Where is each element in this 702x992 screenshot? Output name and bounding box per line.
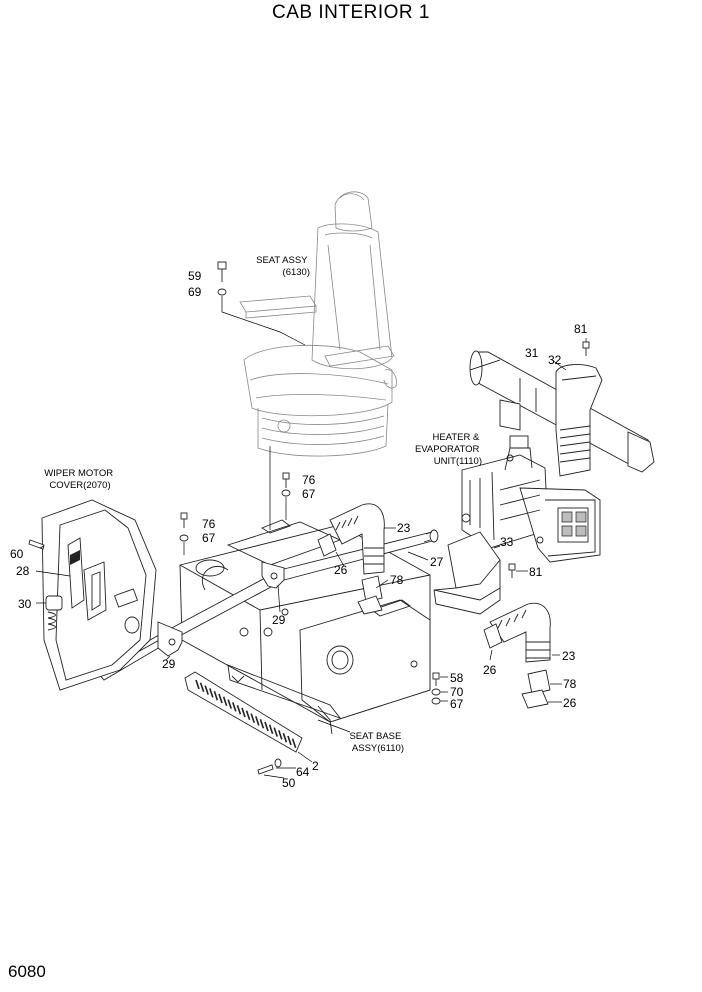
- grille-slot: [218, 693, 223, 704]
- grille-slot: [264, 721, 269, 732]
- leader-lines: [35, 296, 587, 779]
- grille-slot: [287, 735, 292, 746]
- grille-slot: [236, 704, 242, 715]
- part-label-78-a: 78: [390, 573, 404, 587]
- part-label-27: 27: [430, 555, 444, 569]
- part-label-81-a: 81: [574, 322, 588, 336]
- seat-assembly-drawing: [239, 191, 397, 457]
- part-label-60: 60: [10, 547, 24, 561]
- part-label-78-b: 78: [563, 677, 577, 691]
- grille-slot: [259, 718, 265, 729]
- part-label-23-b: 23: [562, 649, 576, 663]
- grille-slot: [282, 732, 288, 743]
- part-label-30: 30: [18, 597, 32, 611]
- grille-slot: [245, 710, 251, 721]
- grille-slot: [291, 738, 297, 749]
- washer-69: [217, 288, 227, 296]
- part-label-67-c: 67: [450, 697, 464, 711]
- grille-slot: [227, 699, 232, 709]
- part-label-59: 59: [188, 269, 202, 283]
- grille-slot: [199, 682, 205, 693]
- part-label-67-a: 67: [302, 487, 316, 501]
- grille-slot: [255, 716, 260, 726]
- seat-base-caption: SEAT BASE ASSY(6110): [349, 731, 404, 754]
- grille-slot: [204, 685, 209, 695]
- part-label-32: 32: [548, 353, 562, 367]
- part-label-50: 50: [282, 776, 296, 790]
- page-number: 6080: [8, 962, 46, 981]
- grille-slot: [222, 696, 228, 707]
- part-label-29-a: 29: [162, 657, 176, 671]
- part-number-labels: 59 69 76 67 76 67 60 28 30 29 29 23 26 7…: [10, 269, 588, 790]
- wiper-motor-cover-caption: WIPER MOTOR COVER(2070): [44, 468, 116, 491]
- grille-panel-drawing: [184, 671, 303, 753]
- part-label-26-c: 26: [563, 696, 577, 710]
- grille-slot: [268, 724, 274, 735]
- heater-evaporator-unit-drawing: [461, 435, 601, 563]
- part-label-76-a: 76: [302, 473, 316, 487]
- upper-hose-drawing: [317, 503, 385, 615]
- part-label-67-b: 67: [202, 531, 216, 545]
- part-label-26-b: 26: [483, 663, 497, 677]
- fasteners-drawing: [179, 261, 590, 775]
- part-label-33: 33: [500, 535, 514, 549]
- part-label-2: 2: [312, 759, 319, 773]
- part-label-76-b: 76: [202, 517, 216, 531]
- part-label-69: 69: [188, 285, 202, 299]
- seat-assy-caption: SEAT ASSY (6130): [256, 255, 310, 278]
- grille-slot: [195, 679, 200, 690]
- part-label-81-b: 81: [529, 565, 543, 579]
- grille-slot: [232, 702, 237, 712]
- part-label-31: 31: [525, 346, 539, 360]
- lower-hose-drawing: [483, 602, 551, 709]
- grille-slot: [241, 707, 246, 718]
- grille-slot: [209, 688, 214, 698]
- wiper-motor-cover-drawing: [28, 499, 157, 691]
- bolt-59: [217, 261, 227, 270]
- grille-slot: [213, 690, 219, 701]
- page-title: CAB INTERIOR 1: [272, 2, 430, 23]
- grille-slot: [250, 713, 255, 723]
- duct-33-drawing: [433, 531, 501, 615]
- part-label-70: 70: [450, 685, 464, 699]
- grille-slot: [273, 727, 278, 737]
- heater-evaporator-caption: HEATER & EVAPORATOR UNIT(1110): [415, 432, 482, 467]
- part-label-23-a: 23: [397, 521, 411, 535]
- grille-slot: [278, 730, 283, 740]
- part-label-28: 28: [16, 564, 30, 578]
- part-label-58: 58: [450, 671, 464, 685]
- part-label-64: 64: [296, 765, 310, 779]
- part-label-26-a: 26: [334, 563, 348, 577]
- upper-duct-drawing: [469, 350, 655, 477]
- part-label-29-b: 29: [272, 613, 286, 627]
